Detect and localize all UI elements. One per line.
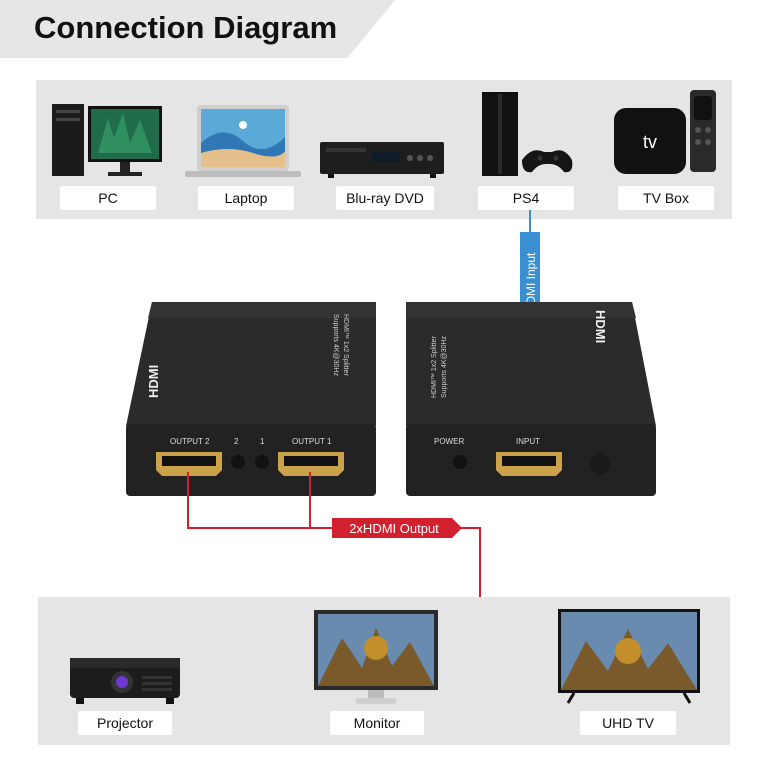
laptop-icon	[183, 103, 303, 181]
pc-icon	[48, 98, 166, 182]
source-label-pc: PC	[60, 186, 156, 210]
splitter-input-side: HDMI HDMI™ 1x2 Splitter Supports 4K@30Hz…	[400, 298, 658, 500]
splitter-back-brand: HDMI	[593, 310, 608, 343]
monitor-icon	[312, 608, 440, 708]
led-label-2: 2	[234, 437, 239, 446]
title-banner	[0, 0, 395, 58]
uhd-tv-icon	[556, 607, 702, 707]
display-label-uhd-tv: UHD TV	[580, 711, 676, 735]
tvbox-logo-text: tv	[643, 132, 657, 152]
port-label-output2: OUTPUT 2	[170, 437, 210, 446]
output-cable-label: 2xHDMI Output	[349, 521, 439, 536]
splitter-back-top-line2: Supports 4K@30Hz	[441, 336, 448, 398]
tv-box-icon: tv	[612, 88, 722, 182]
led-label-1: 1	[260, 437, 265, 446]
port-label-output1: OUTPUT 1	[292, 437, 332, 446]
projector-icon	[66, 650, 184, 706]
splitter-front-top-line2: Supports 4K@30Hz	[332, 314, 339, 376]
page-title: Connection Diagram	[34, 10, 338, 45]
source-label-laptop: Laptop	[198, 186, 294, 210]
display-label-projector: Projector	[78, 711, 172, 735]
splitter-front-top-line1: HDMI™ 1x2 Splitter	[342, 314, 349, 377]
hdmi-output-cable: 2xHDMI Output	[180, 470, 490, 600]
ps4-console-icon	[478, 90, 574, 184]
port-label-power: POWER	[434, 437, 464, 446]
splitter-front-brand: HDMI	[146, 365, 161, 398]
source-label-ps4: PS4	[478, 186, 574, 210]
port-label-input: INPUT	[516, 437, 540, 446]
splitter-back-top-line1: HDMI™ 1x2 Splitter	[431, 335, 438, 398]
source-label-bluray: Blu-ray DVD	[336, 186, 434, 210]
display-label-monitor: Monitor	[330, 711, 424, 735]
bluray-player-icon	[318, 138, 446, 180]
source-label-tvbox: TV Box	[618, 186, 714, 210]
